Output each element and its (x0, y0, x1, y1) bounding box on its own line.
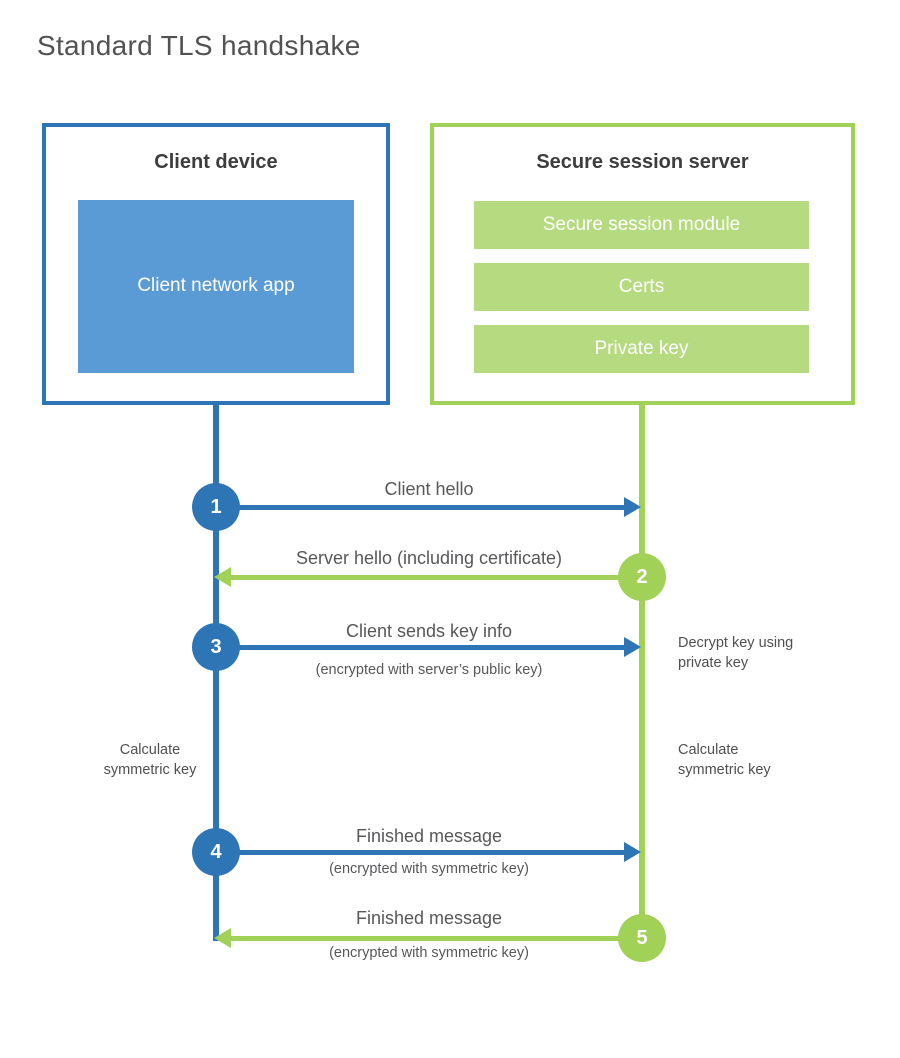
client-device-title: Client device (154, 151, 278, 173)
server-hello-arrow (231, 575, 642, 580)
client-network-app-box: Client network app (78, 200, 354, 373)
client-key-info-label: Client sends key info (345, 621, 513, 641)
finished-message-client-arrow (216, 850, 626, 855)
arrow-head-left-icon (214, 928, 231, 948)
calculate-symmetric-key-note-server: Calculate symmetric key (678, 742, 771, 778)
step-4-number: 4 (210, 840, 222, 863)
finished-message-server-sublabel: (encrypted with symmetric key) (329, 945, 529, 961)
step-2-number: 2 (636, 565, 648, 588)
secure-session-module-bar: Secure session module (474, 201, 809, 249)
decrypt-key-note: Decrypt key using private key (678, 635, 794, 671)
arrow-head-right-icon (624, 497, 641, 517)
finished-message-server-arrow (231, 936, 642, 941)
server-lifeline (639, 405, 645, 938)
arrow-head-right-icon (624, 637, 641, 657)
client-key-info-arrow (216, 645, 626, 650)
page-title: Standard TLS handshake (37, 30, 361, 61)
arrow-head-right-icon (624, 842, 641, 862)
step-2-badge: 2 (618, 553, 666, 601)
server-hello-label: Server hello (including certificate) (295, 548, 563, 568)
client-lifeline (213, 405, 219, 941)
secure-session-server-box: Secure session server Secure session mod… (430, 123, 855, 405)
client-device-box: Client device Client network app (42, 123, 390, 405)
step-3-badge: 3 (192, 623, 240, 671)
finished-message-client-label: Finished message (355, 826, 503, 846)
step-5-number: 5 (636, 926, 648, 949)
step-5-badge: 5 (618, 914, 666, 962)
step-1-badge: 1 (192, 483, 240, 531)
step-4-badge: 4 (192, 828, 240, 876)
step-3-number: 3 (210, 635, 222, 658)
calculate-symmetric-key-note-client: Calculate symmetric key (103, 742, 197, 778)
client-key-info-sublabel: (encrypted with server’s public key) (315, 662, 543, 678)
client-hello-label: Client hello (384, 479, 474, 499)
step-1-number: 1 (210, 495, 222, 518)
certs-bar: Certs (474, 263, 809, 311)
finished-message-client-sublabel: (encrypted with symmetric key) (329, 861, 529, 877)
finished-message-server-label: Finished message (355, 908, 503, 928)
client-hello-arrow (216, 505, 626, 510)
arrow-head-left-icon (214, 567, 231, 587)
private-key-bar: Private key (474, 325, 809, 373)
client-network-app-label: Client network app (137, 275, 295, 297)
secure-session-server-title: Secure session server (536, 151, 749, 173)
